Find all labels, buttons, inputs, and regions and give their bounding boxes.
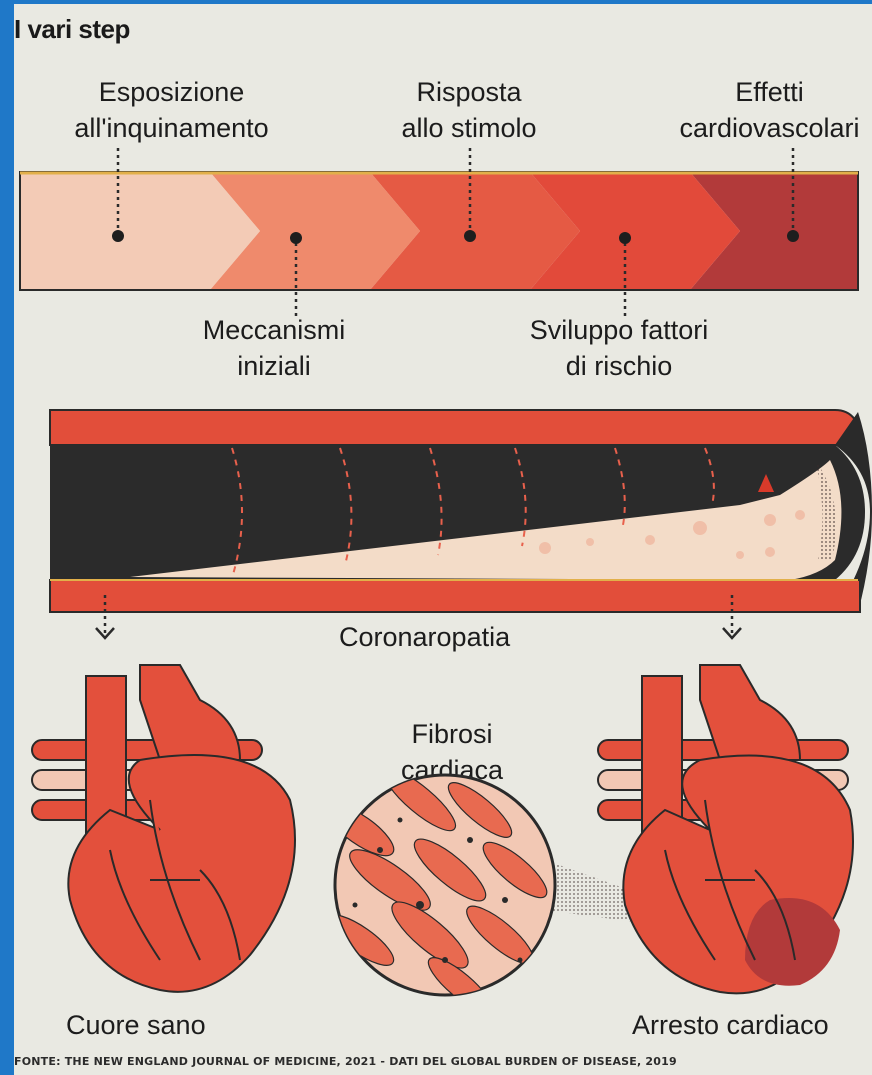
heart-arrest bbox=[598, 665, 853, 993]
timeline-bar bbox=[20, 172, 858, 290]
dot-esposizione bbox=[112, 230, 124, 242]
dot-sviluppo bbox=[619, 232, 631, 244]
heart-healthy bbox=[32, 665, 295, 992]
artery-wall-top bbox=[50, 410, 862, 445]
dot-effetti bbox=[787, 230, 799, 242]
infarct-area bbox=[745, 898, 840, 986]
artery-wall-bottom bbox=[50, 580, 860, 612]
artery-illustration bbox=[50, 410, 872, 612]
dot-risposta bbox=[464, 230, 476, 242]
dot-meccanismi bbox=[290, 232, 302, 244]
chevron-esposizione bbox=[20, 172, 260, 290]
